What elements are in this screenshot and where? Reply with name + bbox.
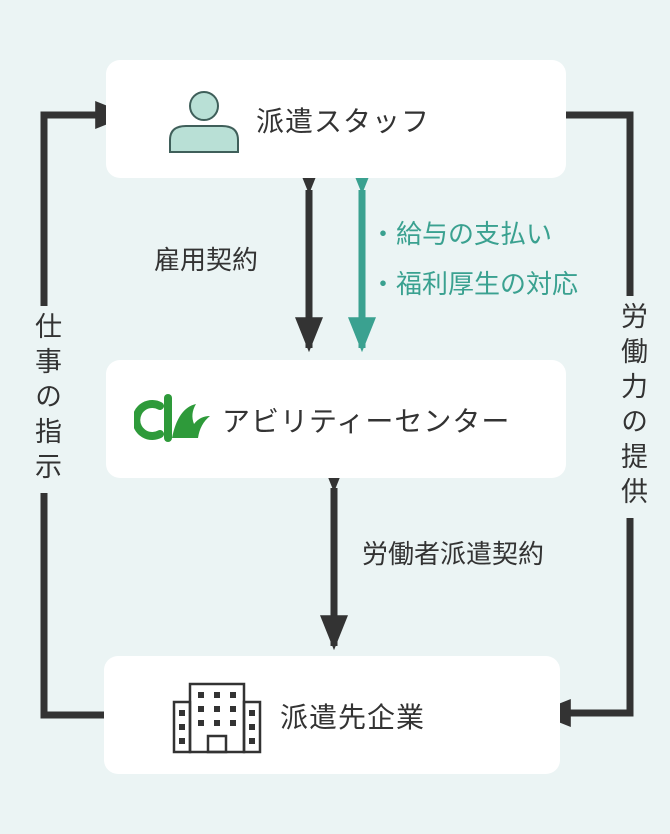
building-icon	[172, 682, 262, 754]
client-label: 派遣先企業	[280, 701, 426, 734]
staff-node: 派遣スタッフ	[106, 60, 566, 178]
work-instruction-label: 仕事の指示	[26, 306, 65, 493]
dispatch-contract-label: 労働者派遣契約	[362, 540, 545, 570]
salary-payment-label: ・給与の支払い	[370, 220, 553, 250]
employment-contract-label: 雇用契約	[154, 246, 259, 276]
labor-provision-label: 労働力の提供	[612, 296, 651, 518]
center-node: アビリティーセンター	[106, 360, 566, 478]
client-node: 派遣先企業	[104, 656, 560, 774]
ability-center-logo	[134, 394, 210, 442]
center-label: アビリティーセンター	[222, 405, 511, 438]
person-icon	[169, 91, 239, 153]
welfare-label: ・福利厚生の対応	[370, 270, 579, 300]
staff-label: 派遣スタッフ	[256, 105, 431, 138]
